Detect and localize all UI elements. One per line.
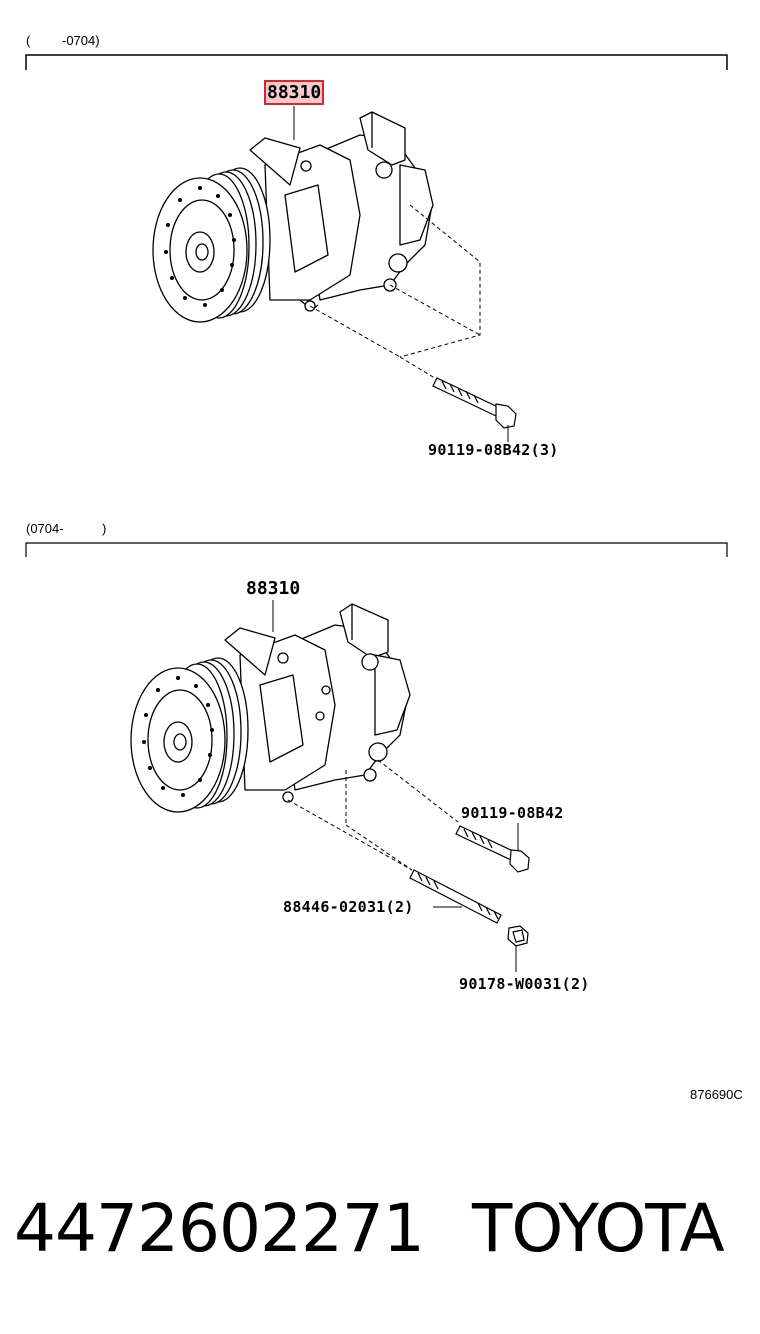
range-start-label: (0704- <box>26 521 64 536</box>
part-label-90178-w0031[interactable]: 90178-W0031(2) <box>459 975 590 993</box>
part-number-88310[interactable]: 88310 <box>264 80 325 105</box>
mounting-guide-lines-2 <box>287 759 459 871</box>
compressor-illustration-1[interactable] <box>152 111 434 323</box>
part-label-88310-highlighted[interactable]: 88310 <box>264 80 325 105</box>
part-label-88310[interactable]: 88310 <box>246 578 301 599</box>
section1-bracket <box>25 54 728 70</box>
part-label-90119-08b42[interactable]: 90119-08B42 <box>461 804 564 822</box>
footer-brand: TOYOTA <box>472 1190 725 1267</box>
compressor-illustration-2[interactable] <box>130 603 411 813</box>
nut-illustration[interactable] <box>507 925 529 947</box>
bolt-illustration-1[interactable] <box>432 377 517 429</box>
clutch-holes-1 <box>164 186 236 307</box>
range-end-label: -0704) <box>62 33 100 48</box>
bolt-illustration-2[interactable] <box>455 825 530 873</box>
range-close-paren: ) <box>102 521 107 536</box>
mounting-guide-lines-1 <box>309 204 481 381</box>
stud-illustration[interactable] <box>409 869 502 924</box>
section2-bracket <box>25 542 728 557</box>
clutch-holes-2 <box>142 676 214 797</box>
part-label-90119-08b42-qty3[interactable]: 90119-08B42(3) <box>428 441 559 459</box>
footer-part-number: 4472602271 <box>14 1190 425 1267</box>
range-open-paren: ( <box>26 33 31 48</box>
part-label-88446-02031[interactable]: 88446-02031(2) <box>283 898 414 916</box>
diagram-code: 876690C <box>690 1087 743 1102</box>
